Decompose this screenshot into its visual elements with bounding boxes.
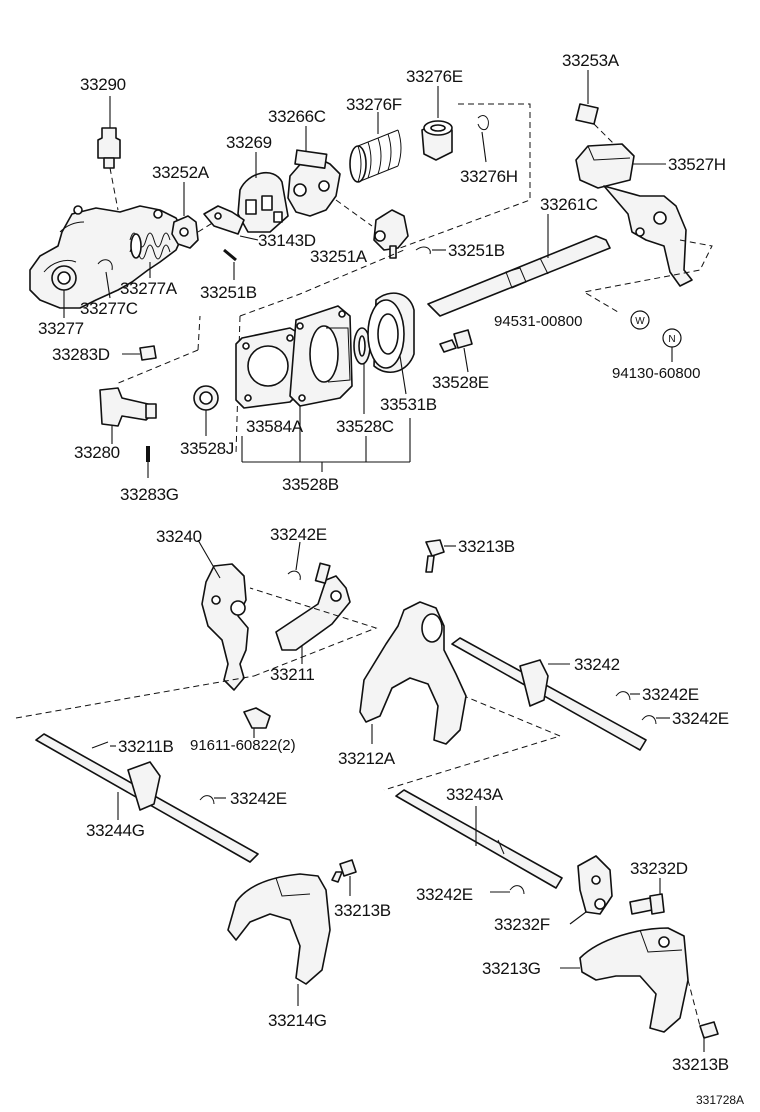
clip-33242E-b bbox=[615, 691, 640, 701]
label-33232F: 33232F bbox=[494, 915, 550, 934]
shaft-33244G bbox=[35, 733, 259, 863]
bearing-33528J bbox=[193, 385, 219, 436]
label-33213G: 33213G bbox=[482, 959, 541, 978]
nut-letter: N bbox=[668, 334, 675, 345]
fork-33213G bbox=[560, 927, 689, 1033]
label-33213B-c: 33213B bbox=[672, 1055, 729, 1074]
label-33212A: 33212A bbox=[338, 749, 396, 768]
label-33277C: 33277C bbox=[80, 299, 138, 318]
lever-33240 bbox=[197, 539, 249, 691]
label-33290: 33290 bbox=[80, 75, 126, 94]
cam-33251A bbox=[373, 209, 409, 259]
shaft-33261C bbox=[427, 214, 611, 317]
pin-33251B-left bbox=[223, 248, 237, 280]
label-33251B-b: 33251B bbox=[200, 283, 257, 302]
plate-33269 bbox=[237, 152, 289, 233]
label-33283D: 33283D bbox=[52, 345, 110, 364]
plug-33277 bbox=[51, 265, 77, 318]
label-33252A: 33252A bbox=[152, 163, 210, 182]
part-labels: 33290 33253A 33276E 33276F 33266C 33269 … bbox=[38, 51, 744, 1107]
label-33276E: 33276E bbox=[406, 67, 463, 86]
nut-symbol: N bbox=[662, 328, 682, 362]
label-33251B-a: 33251B bbox=[448, 241, 505, 260]
label-33261C: 33261C bbox=[540, 195, 598, 214]
housing-33531B bbox=[367, 292, 415, 395]
label-33214G: 33214G bbox=[268, 1011, 327, 1030]
spring-33277A bbox=[129, 232, 171, 278]
label-33242E-c: 33242E bbox=[672, 709, 729, 728]
label-33143D: 33143D bbox=[258, 231, 316, 250]
diagram-reference-code: 331728A bbox=[696, 1093, 744, 1107]
bracket-33266C bbox=[287, 126, 373, 227]
label-33277A: 33277A bbox=[120, 279, 178, 298]
bolt-33213B-mid bbox=[331, 859, 357, 896]
plug-33283D bbox=[122, 345, 157, 361]
label-33527H: 33527H bbox=[668, 155, 726, 174]
assembly-bracket-33528B bbox=[241, 406, 411, 472]
pin-33251B-right bbox=[415, 246, 446, 255]
bolt-33232D bbox=[629, 878, 665, 915]
shaft-33242 bbox=[451, 637, 647, 751]
label-94531-00800: 94531-00800 bbox=[494, 313, 582, 330]
fork-33212A bbox=[359, 601, 467, 745]
ring-33276H bbox=[477, 115, 489, 163]
label-33280: 33280 bbox=[74, 443, 120, 462]
label-33283G: 33283G bbox=[120, 485, 179, 504]
label-33528J: 33528J bbox=[180, 439, 234, 458]
label-33232D: 33232D bbox=[630, 859, 688, 878]
bolt-33528E bbox=[439, 329, 473, 373]
label-33242E-e: 33242E bbox=[416, 885, 473, 904]
bolt-33213B-bottom bbox=[687, 979, 719, 1052]
gasket bbox=[235, 327, 301, 409]
knob-33527H bbox=[575, 143, 666, 189]
label-33213B-a: 33213B bbox=[458, 537, 515, 556]
label-33213B-b: 33213B bbox=[334, 901, 391, 920]
label-33276H: 33276H bbox=[460, 167, 518, 186]
label-33211: 33211 bbox=[270, 665, 315, 684]
label-33276F: 33276F bbox=[346, 95, 402, 114]
label-33266C: 33266C bbox=[268, 107, 326, 126]
bolt-33213B-top bbox=[425, 539, 456, 573]
bushing-33276E bbox=[421, 86, 453, 161]
bolt-91611 bbox=[243, 707, 271, 738]
adapter-33584A bbox=[289, 305, 353, 407]
label-33528C: 33528C bbox=[336, 417, 394, 436]
clip-33143D bbox=[203, 205, 259, 241]
head-33232F bbox=[569, 855, 613, 925]
label-33242E-d: 33242E bbox=[230, 789, 287, 808]
washer-letter: W bbox=[635, 316, 645, 327]
label-33242: 33242 bbox=[574, 655, 620, 674]
clip-33277C bbox=[97, 259, 113, 299]
sensor-33280 bbox=[99, 387, 157, 444]
label-33211B: 33211B bbox=[118, 737, 174, 756]
shift-lever bbox=[582, 185, 713, 313]
clip-33242E-a bbox=[287, 541, 301, 581]
label-33242E-a: 33242E bbox=[270, 525, 327, 544]
label-33277: 33277 bbox=[38, 319, 84, 338]
label-33240: 33240 bbox=[156, 527, 202, 546]
label-33528B: 33528B bbox=[282, 475, 339, 494]
clip-33242E-c bbox=[641, 715, 670, 725]
fork-33214G bbox=[227, 873, 331, 1006]
switch-33290 bbox=[97, 96, 121, 211]
label-91611-60822: 91611-60822(2) bbox=[190, 737, 296, 754]
label-33269: 33269 bbox=[226, 133, 272, 152]
spring-33276F bbox=[349, 112, 402, 183]
label-33531B: 33531B bbox=[380, 395, 437, 414]
bolt-33253A bbox=[575, 70, 617, 147]
label-33251A: 33251A bbox=[310, 247, 368, 266]
label-33584A: 33584A bbox=[246, 417, 304, 436]
clip-33242E-e bbox=[490, 885, 525, 895]
label-94130-60800: 94130-60800 bbox=[612, 365, 700, 382]
clip-33242E-d bbox=[199, 795, 226, 805]
washer-symbol: W bbox=[630, 310, 650, 330]
label-33253A: 33253A bbox=[562, 51, 620, 70]
label-33242E-b: 33242E bbox=[642, 685, 699, 704]
label-33244G: 33244G bbox=[86, 821, 145, 840]
label-33243A: 33243A bbox=[446, 785, 504, 804]
selector-33211 bbox=[275, 562, 351, 664]
shaft-33243A bbox=[395, 789, 563, 889]
label-33528E: 33528E bbox=[432, 373, 489, 392]
